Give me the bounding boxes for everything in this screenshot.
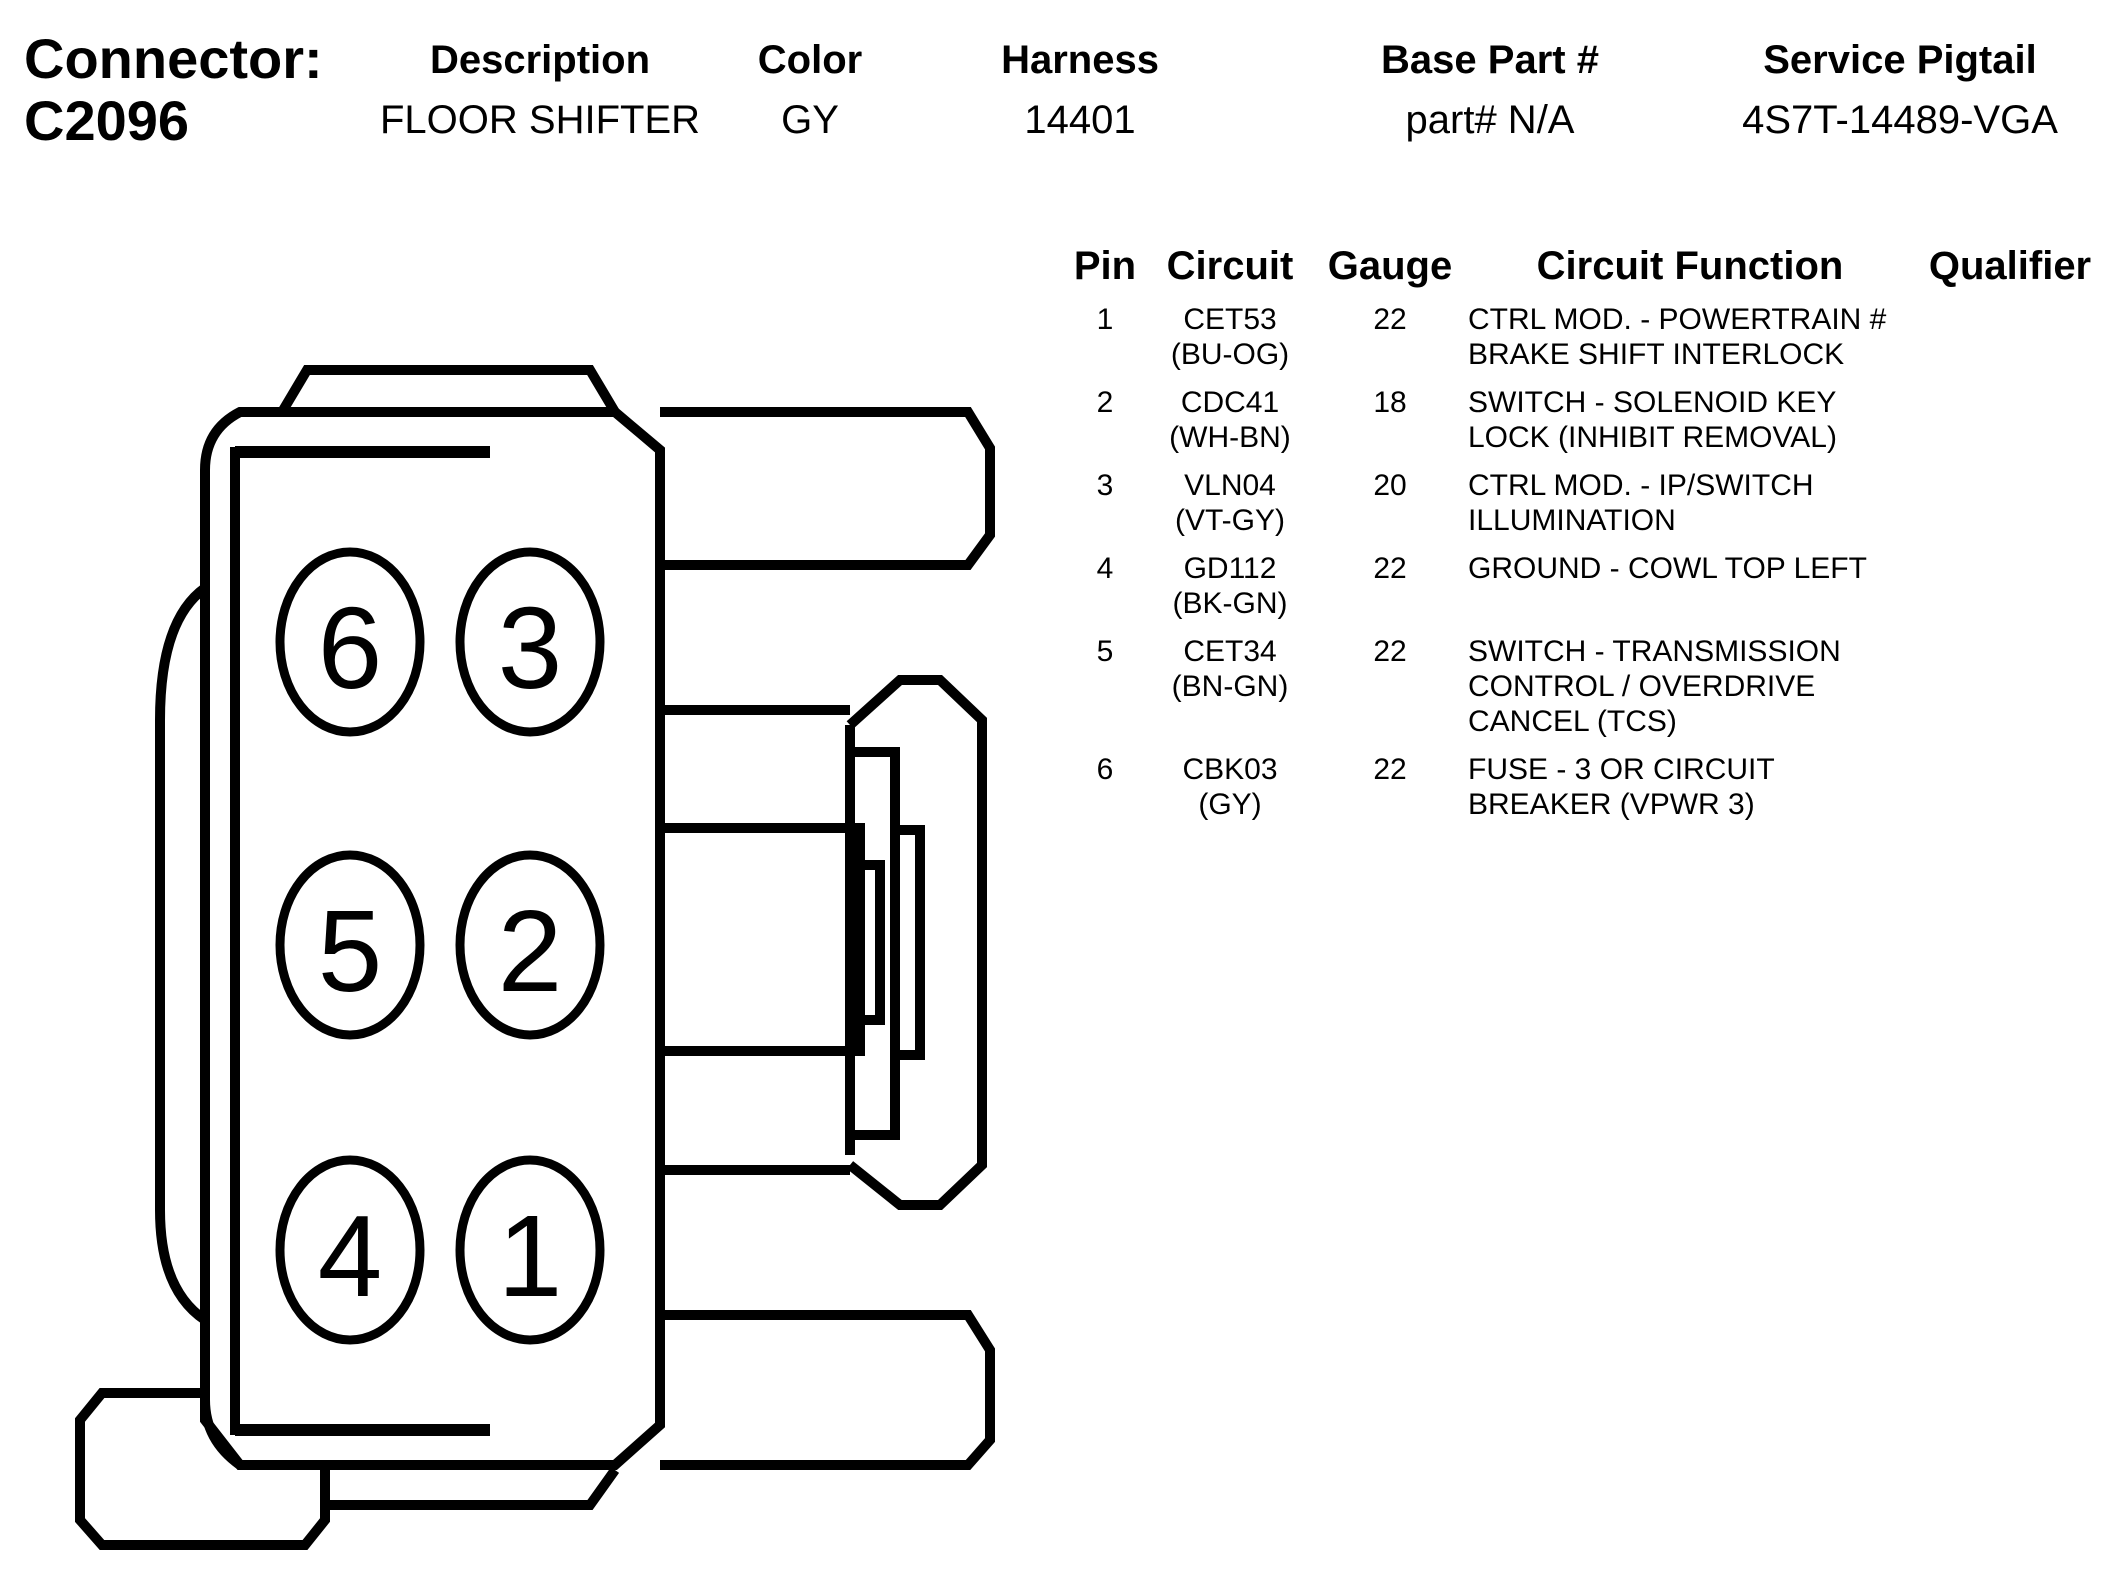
pin-label-5: 5 <box>318 886 383 1016</box>
latch-small-rect <box>890 825 925 1060</box>
circuit-col-header: Circuit <box>1166 244 1294 288</box>
bottom-left-tab <box>75 1388 330 1550</box>
wire-color: (BK-GN) <box>1172 587 1288 620</box>
function-line: BREAKER (VPWR 3) <box>1468 788 1755 821</box>
pin-label-2: 2 <box>498 886 563 1016</box>
pin-circle-2 <box>455 850 605 1040</box>
circuit-code: CET53 <box>1183 303 1277 336</box>
pin-label-1: 1 <box>498 1191 563 1321</box>
wire-color: (BN-GN) <box>1171 670 1289 703</box>
gauge-value: 22 <box>1373 635 1407 668</box>
lower-channel <box>655 1165 850 1315</box>
function-line: SWITCH - SOLENOID KEY <box>1468 386 1837 419</box>
qualifier-col-header: Qualifier <box>1928 244 2092 288</box>
function-line: CTRL MOD. - POWERTRAIN # <box>1468 303 1887 336</box>
connector-label: Connector: <box>24 27 323 90</box>
circuit-code: VLN04 <box>1184 469 1276 502</box>
circuit-code: CET34 <box>1183 635 1277 668</box>
pin-label-3: 3 <box>498 583 563 713</box>
base-part-header: Base Part # <box>1381 38 1599 82</box>
left-side-rib <box>155 583 209 1325</box>
top-latch-tab <box>277 365 620 415</box>
function-line: LOCK (INHIBIT REMOVAL) <box>1468 421 1837 454</box>
latch-tiny-rect <box>855 860 885 1025</box>
pin-circle-6 <box>275 547 425 737</box>
function-line: GROUND - COWL TOP LEFT <box>1468 552 1867 585</box>
circuit-code: CBK03 <box>1182 753 1278 786</box>
function-col-header: Circuit Function <box>1536 244 1844 288</box>
wire-color: (WH-BN) <box>1169 421 1291 454</box>
harness-value: 14401 <box>1024 98 1136 142</box>
function-line: CONTROL / OVERDRIVE <box>1468 670 1816 703</box>
pin-number: 6 <box>1096 753 1114 786</box>
description-header: Description <box>429 38 651 82</box>
pin-col-header: Pin <box>1073 244 1137 288</box>
pin-number: 3 <box>1096 469 1114 502</box>
lower-right-tab <box>660 1310 995 1470</box>
function-line: ILLUMINATION <box>1468 504 1676 537</box>
upper-right-tab <box>660 407 995 570</box>
pin-number: 4 <box>1096 552 1114 585</box>
connector-face-diagram: 6 3 5 2 4 1 <box>75 365 995 1550</box>
pin-circle-4 <box>275 1155 425 1345</box>
gauge-value: 22 <box>1373 552 1407 585</box>
bottom-latch-tab <box>320 1465 620 1510</box>
pin-label-6: 6 <box>318 583 383 713</box>
harness-header: Harness <box>1001 38 1159 82</box>
circuit-code: CDC41 <box>1180 386 1280 419</box>
upper-channel <box>655 565 850 715</box>
pin-number: 2 <box>1096 386 1114 419</box>
connector-id: C2096 <box>24 89 190 152</box>
base-part-value: part# N/A <box>1405 98 1575 142</box>
pin-circle-1 <box>455 1155 605 1345</box>
pin-number: 5 <box>1096 635 1114 668</box>
pin-number: 1 <box>1096 303 1114 336</box>
wire-color: (VT-GY) <box>1175 504 1285 537</box>
pin-circle-5 <box>275 850 425 1040</box>
gauge-value: 18 <box>1373 386 1407 419</box>
service-pigtail-value: 4S7T-14489-VGA <box>1742 98 2058 142</box>
function-line: FUSE - 3 OR CIRCUIT <box>1468 753 1775 786</box>
pin-label-4: 4 <box>318 1191 383 1321</box>
function-line: CTRL MOD. - IP/SWITCH <box>1468 469 1814 502</box>
connector-body <box>200 407 665 1470</box>
function-line: SWITCH - TRANSMISSION <box>1468 635 1841 668</box>
pin-circle-3 <box>455 547 605 737</box>
color-value: GY <box>781 98 839 142</box>
description-value: FLOOR SHIFTER <box>379 98 701 142</box>
service-pigtail-header: Service Pigtail <box>1763 38 2037 82</box>
circuit-code: GD112 <box>1183 552 1277 585</box>
gauge-value: 20 <box>1373 469 1407 502</box>
color-header: Color <box>757 38 863 82</box>
function-line: BRAKE SHIFT INTERLOCK <box>1468 338 1845 371</box>
gauge-value: 22 <box>1373 753 1407 786</box>
latch-key-rect <box>655 823 865 1056</box>
wire-color: (GY) <box>1198 788 1262 821</box>
middle-latch-shape <box>846 675 987 1210</box>
gauge-col-header: Gauge <box>1327 244 1453 288</box>
gauge-value: 22 <box>1373 303 1407 336</box>
function-line: CANCEL (TCS) <box>1468 705 1677 738</box>
wire-color: (BU-OG) <box>1170 338 1290 371</box>
